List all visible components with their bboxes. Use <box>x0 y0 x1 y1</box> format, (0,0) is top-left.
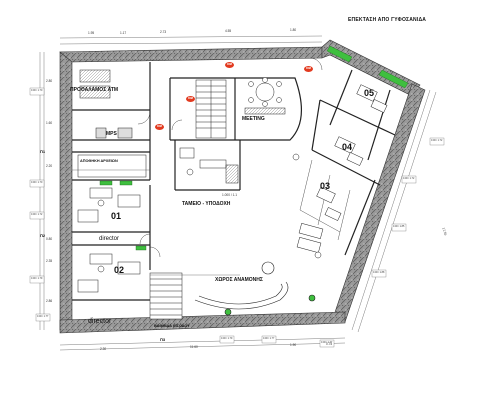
dim-top: 4.55 <box>225 29 232 33</box>
level-mark: 0.00 / 1.79 <box>221 337 233 340</box>
dim-bottom: 2.30 <box>100 347 107 351</box>
level-mark: 0.00 / 1.77 <box>263 337 275 340</box>
dim-top: 1.80 <box>290 28 297 32</box>
interior-walls <box>72 62 396 301</box>
office-number-05: 05 <box>364 88 375 98</box>
level-boxes <box>29 87 445 348</box>
red-tag: DIM <box>225 62 234 68</box>
dim-bottom: 11.60 <box>190 345 198 349</box>
dim-top: 1.17 <box>120 31 127 35</box>
level-mark: 0.00 / 1.72 <box>31 213 43 216</box>
level-mark: 0.00 / 1.79 <box>31 277 43 280</box>
dimension-lines <box>39 35 437 351</box>
entrance-stair <box>149 272 183 320</box>
level-mark: 0.00 / 1.70 <box>31 181 43 184</box>
dim-left: 1.60 <box>46 121 53 125</box>
office-number-04: 04 <box>342 142 353 152</box>
level-mark: 0.00 / 1.77 <box>37 315 49 318</box>
dim-left: 2.86 <box>46 299 53 303</box>
door-mark: Π2 <box>40 233 46 238</box>
office-desks-left <box>77 187 141 293</box>
room-label-mps: MPS <box>106 131 117 137</box>
cashier-counter <box>179 147 239 184</box>
outer-walls <box>59 39 426 334</box>
planters <box>99 45 409 251</box>
office-number-03: 03 <box>320 181 331 191</box>
atm-equipment <box>79 69 111 99</box>
door-mark: Π1 <box>40 149 46 154</box>
level-mark: 0.00 / 1.72 <box>403 177 415 180</box>
room-label-entrance: ΒΑΘΜΙΔΑ ΕΙΣΟΔΟΥ <box>154 324 190 328</box>
room-label-meeting: MEETING <box>242 116 265 122</box>
door-mark: Π3 <box>160 337 166 342</box>
extension-title: ΕΠΕΚΤΑΣΗ ΑΠΟ ΓΥΦΟΣΑΝΙΔΑ <box>348 17 427 23</box>
dim-bottom: 0.75 <box>326 342 333 346</box>
room-label-atm: ΠΡΟΘΑΛΑΜΟΣ ATM <box>70 87 119 93</box>
level-mark: 0.00 / 1.77 <box>321 341 333 344</box>
dim-left: 0.80 <box>46 237 53 241</box>
mps-storage <box>77 127 147 178</box>
gate-code: 1.000 / 1.1 <box>222 193 238 197</box>
waiting-sofa <box>194 261 316 316</box>
office-desks-right <box>292 84 388 259</box>
glass-partitions <box>299 159 351 241</box>
level-mark: 0.00 / 1.88 <box>373 271 385 274</box>
red-tag: DIM <box>304 66 313 72</box>
office-number-02: 02 <box>114 265 125 275</box>
dim-left: 2.80 <box>46 79 53 83</box>
meeting-table <box>244 77 286 115</box>
door-swings <box>137 57 323 258</box>
dim-top: 1.95 <box>88 31 95 35</box>
level-mark: 0.00 / 1.85 <box>393 225 405 228</box>
level-mark: 0.00 / 1.72 <box>431 139 443 142</box>
red-tag: DIM <box>186 96 195 102</box>
red-tag: DIM <box>155 124 164 130</box>
office-number-01: 01 <box>111 211 122 221</box>
level-mark: 0.00 / 1.70 <box>31 89 43 92</box>
room-label-director-bottom: director <box>88 318 112 325</box>
room-label-waiting: ΧΩΡΟΣ ΑΝΑΜΟΝΗΣ <box>215 277 263 283</box>
dim-left: 2.35 <box>46 259 53 263</box>
room-label-cashier: ΤΑΜΕΙΟ - ΥΠΟΔΟΧΗ <box>182 201 231 207</box>
dim-bottom: 1.90 <box>290 343 297 347</box>
dim-top: 2.73 <box>160 30 167 34</box>
room-label-director-top: director <box>99 236 120 242</box>
staircase <box>195 79 227 139</box>
dim-left: 2.20 <box>46 164 53 168</box>
room-label-storage: ΑΠΟΘΗΚΗ ΑΡΧΕΙΩΝ <box>80 159 118 163</box>
